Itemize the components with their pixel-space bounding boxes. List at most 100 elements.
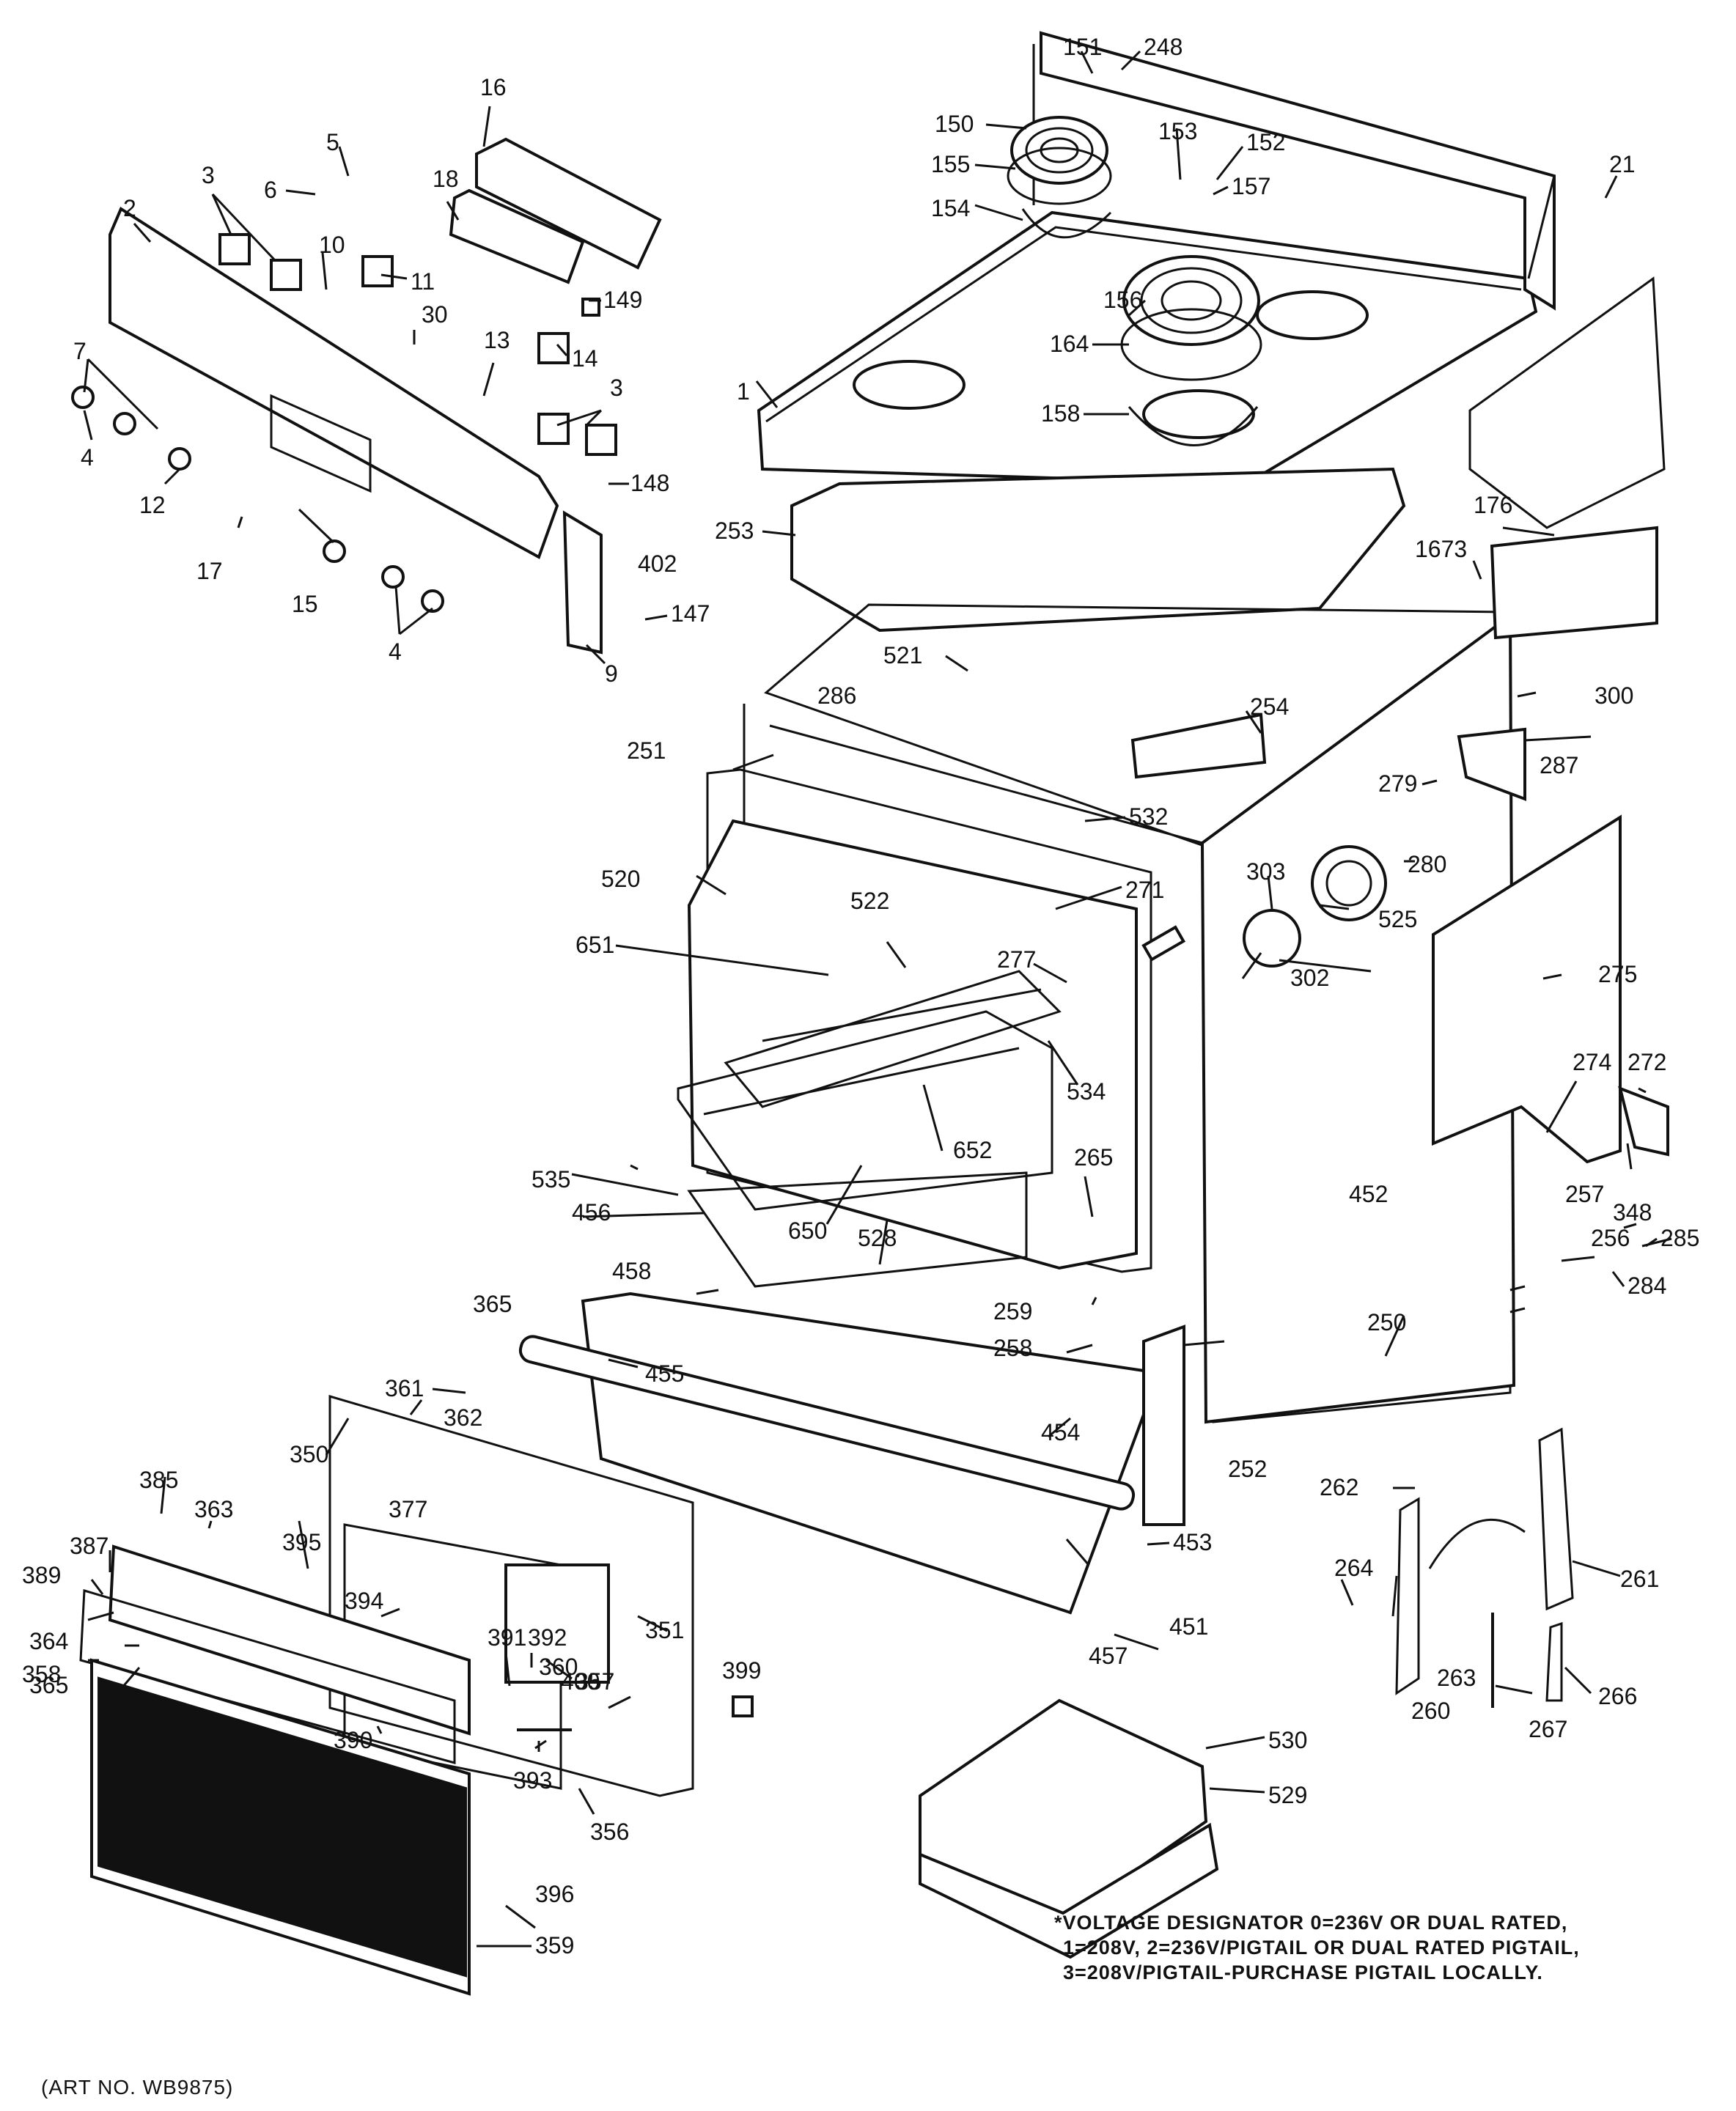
voltage-note-line-2: 1=208V, 2=236V/PIGTAIL OR DUAL RATED PIG…	[1063, 1937, 1580, 1959]
callout-532: 532	[1129, 803, 1168, 830]
callout-147: 147	[671, 600, 710, 627]
control-panel-part	[108, 207, 559, 559]
callout-360: 360	[539, 1654, 578, 1680]
callout-387: 387	[70, 1533, 108, 1559]
callout-253: 253	[715, 517, 754, 544]
callout-358: 358	[22, 1661, 61, 1687]
callout-300: 300	[1595, 682, 1633, 709]
callout-254: 254	[1250, 693, 1289, 720]
callout-389: 389	[22, 1562, 61, 1588]
callout-152: 152	[1246, 129, 1285, 155]
callout-3b: 3	[610, 375, 623, 401]
oven-liner-part	[687, 768, 1152, 1273]
callout-9: 9	[605, 660, 618, 687]
callout-454: 454	[1041, 1419, 1080, 1445]
callout-12: 12	[139, 492, 166, 518]
callout-348: 348	[1613, 1199, 1652, 1226]
callout-529: 529	[1268, 1782, 1307, 1808]
callout-402: 402	[638, 550, 677, 577]
callout-13: 13	[484, 327, 510, 353]
callout-393: 393	[513, 1767, 552, 1794]
callout-302: 302	[1290, 965, 1329, 991]
callout-176: 176	[1474, 492, 1512, 518]
callout-392: 392	[528, 1624, 567, 1651]
callout-262: 262	[1320, 1474, 1358, 1500]
callout-7: 7	[73, 338, 87, 364]
callout-271: 271	[1125, 877, 1164, 903]
callout-30: 30	[422, 301, 448, 328]
callout-284: 284	[1628, 1272, 1666, 1299]
callout-1: 1	[737, 378, 750, 405]
surface-unit-large	[1120, 255, 1262, 446]
callout-453: 453	[1173, 1529, 1212, 1555]
callout-279: 279	[1378, 770, 1417, 797]
bake-element-part	[687, 1171, 1028, 1288]
callout-14: 14	[572, 345, 598, 372]
callout-257: 257	[1565, 1181, 1604, 1207]
callout-530: 530	[1268, 1727, 1307, 1753]
callout-394: 394	[345, 1588, 383, 1614]
art-number: (ART NO. WB9875)	[41, 2076, 234, 2099]
callout-16: 16	[480, 74, 507, 100]
callout-10: 10	[319, 232, 345, 258]
callout-357: 357	[575, 1668, 614, 1695]
callout-395: 395	[282, 1529, 321, 1555]
callout-250: 250	[1367, 1309, 1406, 1336]
callout-18: 18	[433, 166, 459, 192]
callout-451: 451	[1169, 1613, 1208, 1640]
callout-266: 266	[1598, 1683, 1637, 1709]
callout-365a: 365	[473, 1291, 512, 1317]
callout-458: 458	[612, 1258, 651, 1284]
callout-528: 528	[858, 1225, 897, 1251]
drawer-panel-part	[518, 1292, 1145, 1615]
callout-396: 396	[535, 1881, 574, 1907]
callout-391: 391	[488, 1624, 526, 1651]
callout-155: 155	[931, 151, 970, 177]
cooktop-part	[757, 210, 1538, 486]
callout-520: 520	[601, 866, 640, 892]
callout-452: 452	[1349, 1181, 1388, 1207]
callout-362: 362	[444, 1404, 482, 1431]
callout-534: 534	[1067, 1078, 1106, 1105]
callout-156: 156	[1103, 287, 1142, 313]
callout-labels: 1 2 3 3 4 4 5 6 7 9 10 11 12 13 14 15 16…	[22, 34, 1699, 1959]
callout-365b: 365	[29, 1672, 68, 1698]
oven-rack-upper	[724, 970, 1062, 1108]
callout-252: 252	[1228, 1456, 1267, 1482]
callout-286: 286	[817, 682, 856, 709]
callout-363: 363	[194, 1496, 233, 1522]
control-knobs-part	[71, 386, 444, 613]
callout-17: 17	[196, 558, 223, 584]
oven-door-part	[79, 1394, 694, 1996]
voltage-note-line-1: *VOLTAGE DESIGNATOR 0=236V OR DUAL RATED…	[1054, 1912, 1568, 1934]
callout-274: 274	[1573, 1049, 1611, 1075]
callout-256: 256	[1591, 1225, 1630, 1251]
callout-154: 154	[931, 195, 970, 221]
callout-399: 399	[722, 1657, 761, 1684]
callout-280: 280	[1408, 851, 1446, 877]
callout-535: 535	[532, 1166, 570, 1193]
callout-5: 5	[326, 129, 339, 155]
callout-457: 457	[1089, 1643, 1128, 1669]
surface-unit-small	[1007, 116, 1112, 239]
small-parts	[218, 233, 1669, 1731]
callout-400: 400	[561, 1668, 600, 1695]
callout-651: 651	[575, 932, 614, 958]
callout-652: 652	[953, 1137, 992, 1163]
callout-356: 356	[590, 1819, 629, 1845]
callout-3a: 3	[202, 162, 215, 188]
callout-455: 455	[645, 1360, 684, 1387]
callout-385: 385	[139, 1467, 178, 1493]
leader-lines	[83, 50, 1672, 1948]
callout-303: 303	[1246, 858, 1285, 885]
callout-260: 260	[1411, 1698, 1450, 1724]
callout-261: 261	[1620, 1566, 1659, 1592]
callout-350: 350	[290, 1441, 328, 1467]
broiler-pan-part	[919, 1698, 1219, 1959]
callout-377: 377	[389, 1496, 427, 1522]
callout-258: 258	[993, 1335, 1032, 1361]
callout-456: 456	[572, 1199, 611, 1226]
callout-359: 359	[535, 1932, 574, 1959]
callout-251: 251	[627, 737, 666, 764]
